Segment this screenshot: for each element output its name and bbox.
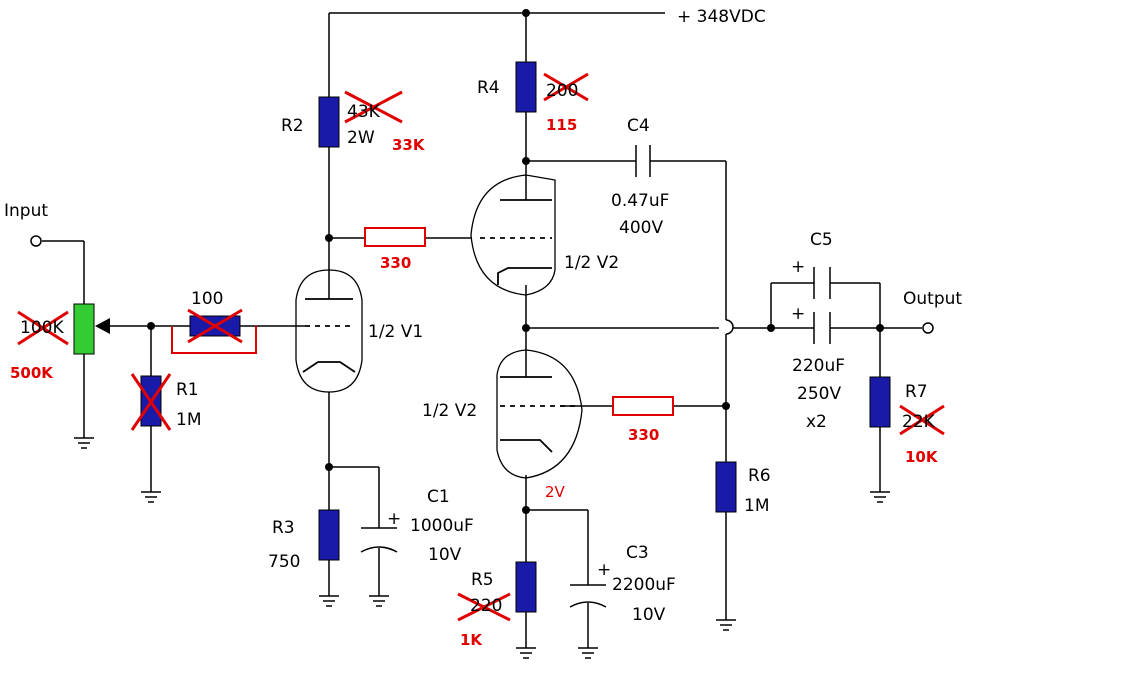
v2-bottom-label: 1/2 V2 [422,401,477,421]
grid-resistor-value: 100 [191,289,223,309]
r3-name: R3 [272,518,295,538]
r5-old-value: 220 [470,596,502,616]
input-terminal [30,235,42,247]
ground-icon [716,619,736,631]
input-label: Input [4,201,48,221]
ground-icon [516,647,536,659]
junction-dot [325,463,333,471]
junction-dot [522,157,530,165]
c1-name: C1 [427,487,450,507]
r1-value: 1M [176,410,201,430]
ground-icon [141,491,161,503]
resistor-r5 [515,561,537,613]
bypass-wire [171,326,257,354]
c3-voltage: 10V [632,605,666,625]
capacitor-c1 [360,527,398,553]
resistor-r6 [715,461,737,513]
r7-old-value: 22K [902,412,936,432]
cross-r7 [899,404,945,436]
tube-v1 [295,269,363,393]
resistor-r7 [869,376,891,428]
ground-icon [74,437,94,449]
junction-dot [522,506,530,514]
supply-label: + 348VDC [677,7,766,27]
resistor-r4 [515,61,537,113]
r5-name: R5 [471,570,494,590]
junction-dot [522,9,530,17]
junction-dot [147,322,155,330]
resistor-r3 [318,509,340,561]
c1-plus: + [387,509,401,529]
r2-name: R2 [281,116,304,136]
added-resistor-bottom [612,396,674,416]
r6-name: R6 [748,466,771,486]
r3-value: 750 [268,552,300,572]
crossed-out-marks [17,72,945,622]
c5-value: 220uF [792,356,845,376]
r2-rating: 2W [347,128,375,148]
cross-grid-resistor [187,308,243,344]
added-resistor-top-value: 330 [380,254,411,272]
r4-name: R4 [477,78,500,98]
r7-new-value: 10K [905,448,939,466]
c1-voltage: 10V [428,545,462,565]
cross-r1 [130,373,172,431]
added-resistor-bottom-value: 330 [628,426,659,444]
cathode-voltage-label: 2V [545,483,566,501]
c4-voltage: 400V [619,218,663,238]
c3-plus: + [597,560,611,580]
cross-r2 [344,90,403,124]
c1-value: 1000uF [410,516,474,536]
ground-symbols [74,437,890,659]
capacitor-c5b [813,312,831,344]
c4-name: C4 [627,116,650,136]
v2-top-label: 1/2 V2 [564,253,619,273]
r1-name: R1 [176,380,199,400]
output-terminal [922,322,934,334]
capacitor-c5a [813,267,831,299]
pot-new-value: 500K [10,364,54,382]
tube-v2-top [470,174,556,296]
c3-name: C3 [626,543,649,563]
cross-pot [17,310,69,346]
r2-old-value: 43K [347,102,381,122]
r4-new-value: 115 [546,116,577,134]
cross-r4 [543,72,589,102]
ground-icon [870,491,890,503]
c5-plus-a: + [791,257,805,277]
c5-plus-b: + [791,304,805,324]
pot-wiper-arrow-icon [95,318,110,334]
c5-name: C5 [810,230,833,250]
junction-dot [325,234,333,242]
ground-icon [319,595,339,607]
c4-value: 0.47uF [611,191,669,211]
c5-qty: x2 [806,412,827,432]
r6-value: 1M [744,496,769,516]
capacitor-c3 [569,584,607,608]
resistor-r2 [318,96,340,148]
r7-name: R7 [905,382,928,402]
added-resistor-top [364,227,426,247]
c3-value: 2200uF [612,575,676,595]
output-label: Output [903,289,962,309]
c5-voltage: 250V [797,384,841,404]
junction-dot [767,324,775,332]
potentiometer [73,303,95,355]
junctions [147,9,884,514]
junction-dot [522,324,530,332]
ground-icon [369,595,389,607]
ground-icon [578,647,598,659]
r4-old-value: 200 [546,81,578,101]
junction-dot [876,324,884,332]
cross-r5 [457,592,511,622]
junction-dot [722,402,730,410]
r5-new-value: 1K [460,631,483,649]
pot-old-value: 100K [20,318,64,338]
capacitor-c4 [635,145,651,177]
r2-new-value: 33K [392,136,426,154]
tube-v2-bottom [496,349,583,479]
v1-label: 1/2 V1 [368,322,423,342]
wires [42,12,922,648]
